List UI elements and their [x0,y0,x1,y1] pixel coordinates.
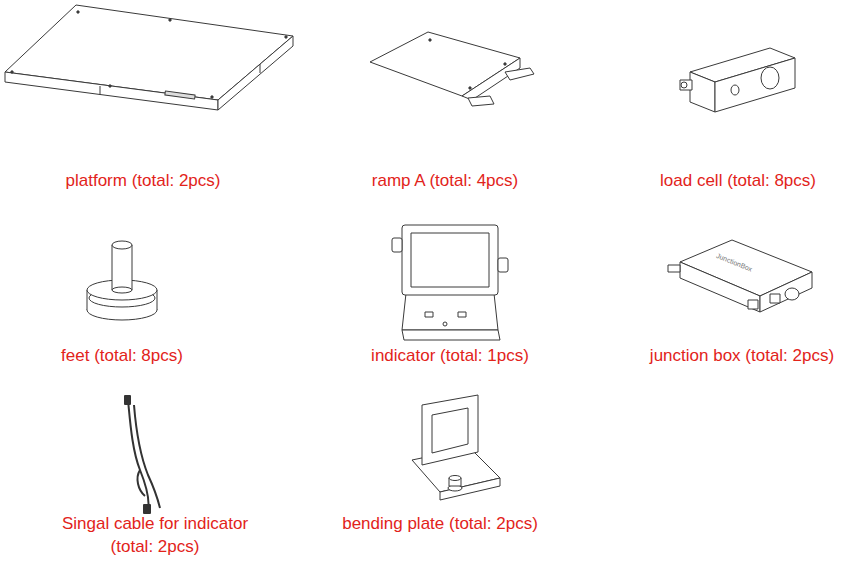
platform-drawing [5,5,293,110]
bending-plate-drawing [412,395,500,500]
part-caption: feet (total: 8pcs) [61,344,183,367]
feet-drawing [87,241,157,320]
part-caption: bending plate (total: 2pcs) [342,512,538,535]
part-caption: platform (total: 2pcs) [66,169,221,192]
part-caption: junction box (total: 2pcs) [650,344,834,367]
load-cell-drawing [680,48,795,112]
ramp-drawing [370,32,534,106]
junction-box-drawing [668,240,812,312]
part-caption: Singal cable for indicator (total: 2pcs) [45,512,265,558]
indicator-drawing [392,225,508,340]
part-caption: indicator (total: 1pcs) [371,344,529,367]
cable-drawing [125,396,160,513]
part-caption: ramp A (total: 4pcs) [372,169,518,192]
part-caption: load cell (total: 8pcs) [660,169,816,192]
